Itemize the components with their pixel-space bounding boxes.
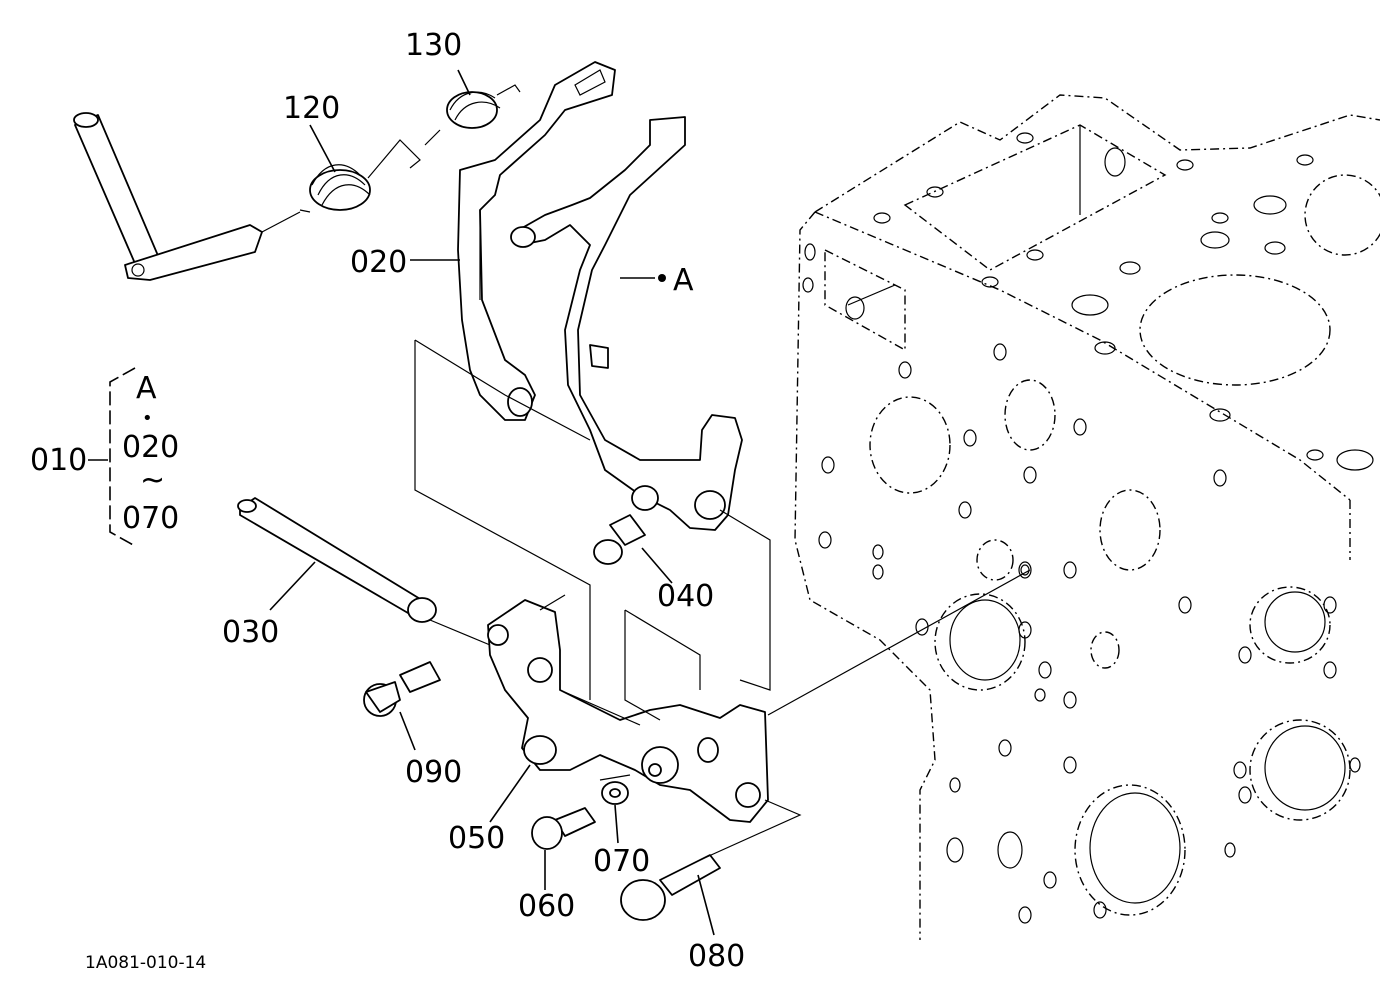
shaft-030 xyxy=(237,497,437,623)
group-range-to: 070 xyxy=(122,501,179,536)
bolt-040 xyxy=(593,514,646,565)
callout-040: 040 xyxy=(657,579,714,614)
group-label-010: 010 xyxy=(30,443,87,478)
fork-lever-020 xyxy=(457,61,616,421)
screw-090 xyxy=(363,661,441,717)
group-range-dot: • xyxy=(142,408,153,429)
callout-130: 130 xyxy=(405,28,462,63)
guide-lines xyxy=(88,69,1031,936)
callout-120: 120 xyxy=(283,91,340,126)
engine-block xyxy=(794,94,1380,940)
callout-090: 090 xyxy=(405,755,462,790)
callout-030: 030 xyxy=(222,615,279,650)
callout-080: 080 xyxy=(688,939,745,974)
governor-lever-assembly xyxy=(73,112,301,281)
group-range-from: 020 xyxy=(122,430,179,465)
bolt-060 xyxy=(531,807,596,850)
group-bracket xyxy=(109,367,136,547)
callout-070: 070 xyxy=(593,844,650,879)
callout-050: 050 xyxy=(448,821,505,856)
drawing-code: 1A081-010-14 xyxy=(85,953,206,973)
callout-060: 060 xyxy=(518,889,575,924)
bracket-050 xyxy=(487,599,769,823)
fork-a xyxy=(510,116,743,531)
spring-130 xyxy=(424,84,521,146)
callout-020: 020 xyxy=(350,245,407,280)
group-range-top: A xyxy=(136,371,157,406)
spring-120 xyxy=(299,139,421,213)
washer-070 xyxy=(601,781,629,805)
group-range-tilde: ~ xyxy=(140,463,165,498)
bolt-080 xyxy=(620,854,721,921)
reference-mark-a: A xyxy=(673,263,694,298)
